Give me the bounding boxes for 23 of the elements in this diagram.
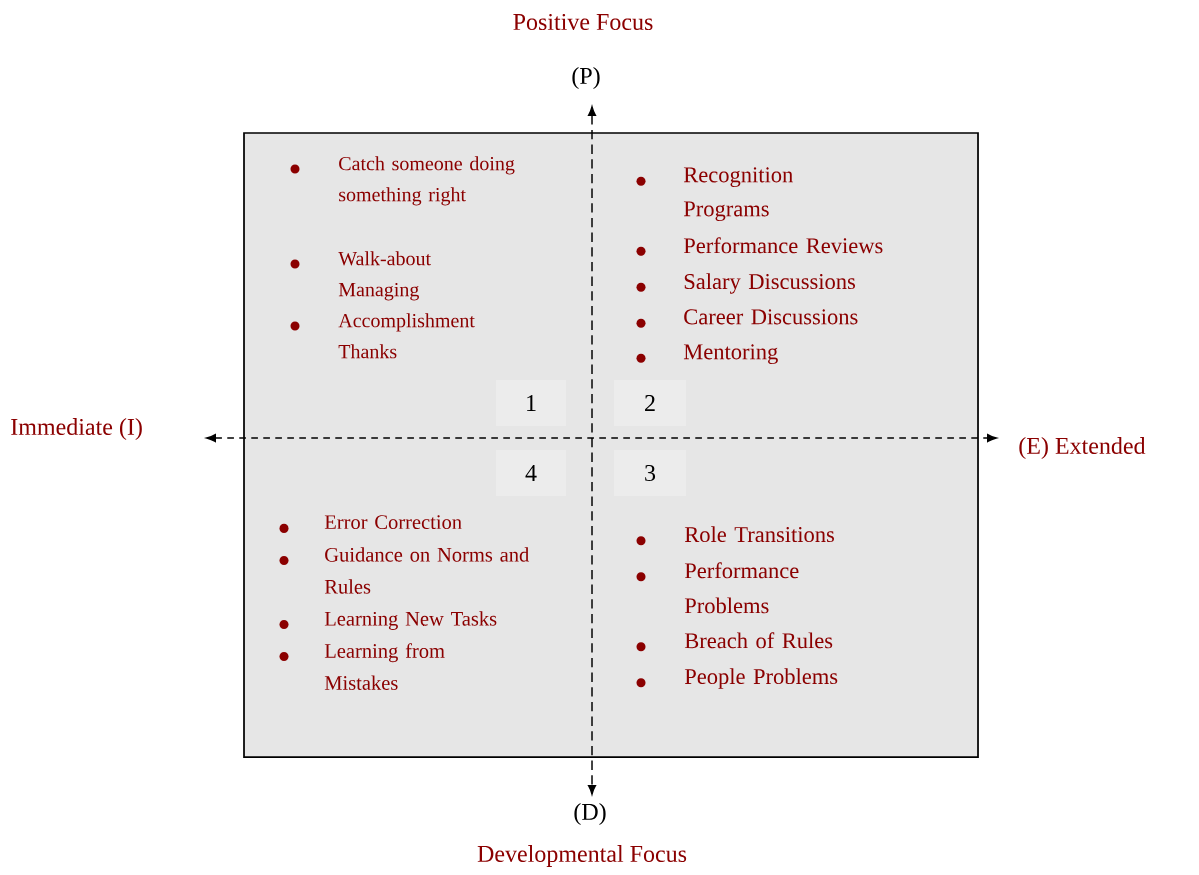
bullet-item: Performance Problems xyxy=(684,562,799,614)
bullet-item: Salary Discussions xyxy=(684,273,855,294)
axis-label: (E) Extended xyxy=(1019,437,1146,459)
quadrant-panel xyxy=(243,132,979,758)
axis-label: Positive Focus xyxy=(513,13,653,31)
bullet-item: Learning from Mistakes xyxy=(324,643,445,690)
axis-label: (P) xyxy=(572,67,600,89)
quadrant-number: 1 xyxy=(496,380,566,426)
axis-label: Immediate (I) xyxy=(11,418,142,440)
axis-label: (D) xyxy=(574,803,606,825)
axis-label: Developmental Focus xyxy=(477,845,687,867)
bullet-item: Recognition Programs xyxy=(683,167,793,222)
bullet-item: Guidance on Norms and Rules xyxy=(324,547,530,594)
bullet-item: Learning New Tasks xyxy=(324,611,497,630)
quadrant-number: 2 xyxy=(614,380,686,426)
bullet-item: Performance Reviews xyxy=(683,237,883,254)
quadrant-number: 4 xyxy=(496,450,566,496)
bullet-item: Walk-about Managing xyxy=(338,251,431,301)
bullet-item: Mentoring xyxy=(683,344,778,365)
bullet-item: Catch someone doing something right xyxy=(339,156,515,206)
quadrant-number: 3 xyxy=(614,450,686,496)
bullet-item: Breach of Rules xyxy=(684,632,833,649)
bullet-item: People Problems xyxy=(684,668,838,689)
